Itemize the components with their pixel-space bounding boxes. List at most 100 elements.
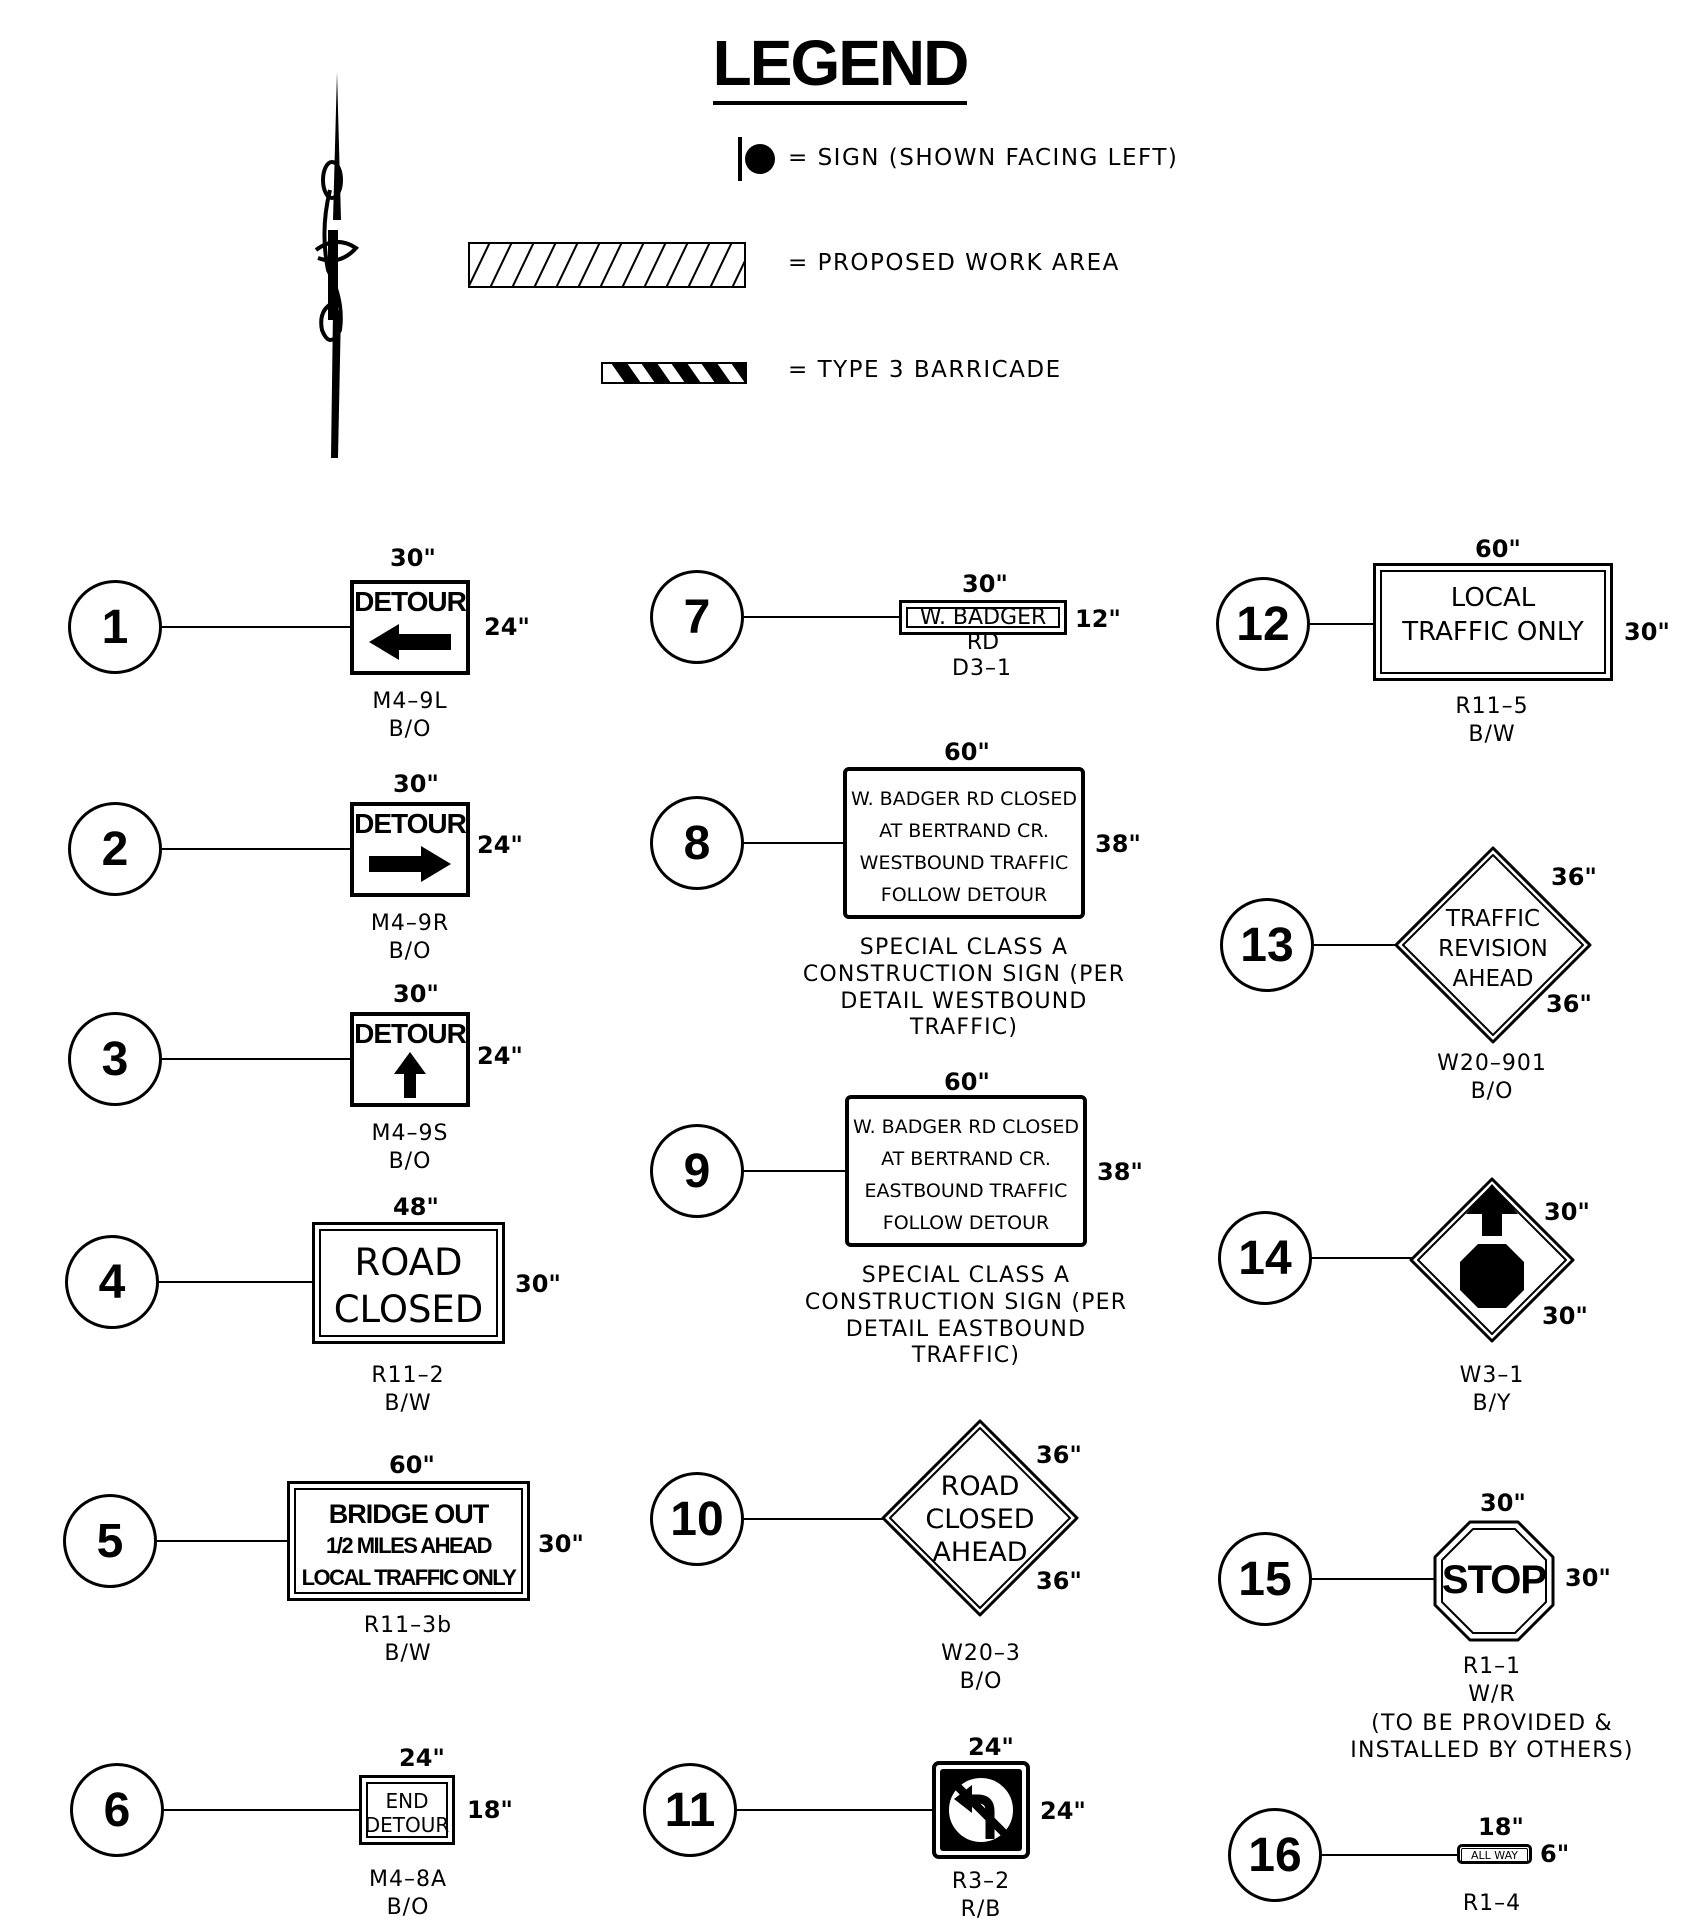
- sign-13-diamond: [1394, 846, 1592, 1044]
- sign-5-height: 30": [538, 1530, 584, 1558]
- sign-number-4: 4: [65, 1235, 159, 1329]
- leader-line: [164, 1809, 360, 1811]
- leader-line: [737, 1809, 933, 1811]
- sign-13-height: 36": [1546, 990, 1592, 1018]
- sign-number-8: 8: [650, 796, 744, 890]
- sign-1-detour-left: DETOUR: [350, 580, 470, 675]
- sign-number-13: 13: [1220, 898, 1314, 992]
- sign-16-all-way-plaque: ALL WAY: [1457, 1844, 1532, 1864]
- sign-16-code: R1–4: [1462, 1891, 1522, 1916]
- sign-2-detour-right: DETOUR: [350, 802, 470, 897]
- sign-symbol-icon: [738, 137, 775, 181]
- sign-number-7: 7: [650, 570, 744, 664]
- sign-5-bridge-out: BRIDGE OUT 1/2 MILES AHEAD LOCAL TRAFFIC…: [287, 1481, 530, 1601]
- sign-6-height: 18": [467, 1796, 513, 1824]
- sign-5-width: 60": [389, 1451, 435, 1479]
- north-arrow-icon: [314, 72, 360, 458]
- sign-6-end-detour: END DETOUR: [359, 1775, 455, 1845]
- legend-work-area-label: = PROPOSED WORK AREA: [788, 250, 1120, 276]
- sign-16-height: 6": [1540, 1840, 1570, 1868]
- sign-number-12: 12: [1216, 577, 1310, 671]
- sign-3-text: DETOUR: [354, 1018, 467, 1049]
- sign-12-local-traffic-only: LOCAL TRAFFIC ONLY: [1373, 563, 1613, 681]
- sign-8-width: 60": [944, 738, 990, 766]
- sign-13-width: 36": [1551, 863, 1597, 891]
- sign-9-width: 60": [944, 1068, 990, 1096]
- sign-number-11: 11: [643, 1763, 737, 1857]
- arrow-left-icon: [369, 624, 451, 660]
- sign-15-height: 30": [1565, 1564, 1611, 1592]
- no-left-turn-icon: [932, 1761, 1030, 1859]
- sign-4-height: 30": [515, 1270, 561, 1298]
- sign-12-height: 30": [1624, 618, 1670, 646]
- leader-line: [744, 1170, 846, 1172]
- sign-number-14: 14: [1218, 1211, 1312, 1305]
- work-area-hatch-icon: [468, 242, 746, 288]
- leader-line: [1312, 1578, 1436, 1580]
- arrow-up-icon: [394, 1052, 426, 1098]
- sign-2-text: DETOUR: [354, 808, 467, 839]
- leader-line: [1314, 944, 1396, 946]
- sign-4-road-closed: ROAD CLOSED: [312, 1222, 505, 1344]
- sign-12-width: 60": [1475, 535, 1521, 563]
- arrow-right-icon: [369, 846, 451, 882]
- sign-7-height: 12": [1075, 605, 1121, 633]
- leader-line: [744, 616, 900, 618]
- sign-1-height: 24": [484, 613, 530, 641]
- sign-8-height: 38": [1095, 830, 1141, 858]
- sign-7-width: 30": [962, 570, 1008, 598]
- leader-line: [1322, 1854, 1458, 1856]
- sign-3-width: 30": [393, 980, 439, 1008]
- leader-line: [744, 842, 844, 844]
- sign-number-9: 9: [650, 1124, 744, 1218]
- sign-2-width: 30": [393, 770, 439, 798]
- sign-10-diamond: [881, 1419, 1079, 1617]
- sign-14-height: 30": [1542, 1302, 1588, 1330]
- sign-15-note: (TO BE PROVIDED &INSTALLED BY OTHERS): [1350, 1711, 1634, 1763]
- leader-line: [162, 848, 350, 850]
- stop-sign-octagon: [1433, 1520, 1555, 1642]
- sign-2-height: 24": [477, 831, 523, 859]
- sign-7-street-name: W. BADGER RD: [899, 600, 1067, 655]
- leader-line: [1310, 623, 1374, 625]
- sign-11-height: 24": [1040, 1797, 1086, 1825]
- sign-number-6: 6: [70, 1763, 164, 1857]
- leader-line: [162, 626, 350, 628]
- legend-barricade-label: = TYPE 3 BARRICADE: [788, 357, 1062, 383]
- sign-4-width: 48": [393, 1193, 439, 1221]
- sign-16-width: 18": [1478, 1813, 1524, 1841]
- sign-14-width: 30": [1544, 1198, 1590, 1226]
- sign-10-text: ROAD CLOSED AHEAD: [925, 1471, 1035, 1568]
- leader-line: [159, 1281, 313, 1283]
- leader-line: [157, 1540, 288, 1542]
- sign-15-text: STOP: [1441, 1558, 1547, 1602]
- barricade-icon: [601, 362, 747, 384]
- sign-6-width: 24": [399, 1744, 445, 1772]
- sign-number-5: 5: [63, 1494, 157, 1588]
- sign-7-code: D3–1: [952, 656, 1012, 681]
- sign-number-10: 10: [650, 1472, 744, 1566]
- sign-13-text: TRAFFIC REVISION AHEAD: [1438, 906, 1548, 992]
- leader-line: [162, 1058, 350, 1060]
- sign-9-height: 38": [1097, 1158, 1143, 1186]
- sign-1-width: 30": [390, 544, 436, 572]
- stop-ahead-diamond: [1409, 1177, 1575, 1343]
- leader-line: [744, 1518, 884, 1520]
- sign-10-height: 36": [1036, 1567, 1082, 1595]
- legend-title: LEGEND: [0, 26, 1680, 105]
- sign-number-16: 16: [1228, 1808, 1322, 1902]
- sign-number-2: 2: [68, 802, 162, 896]
- sign-3-detour-straight: DETOUR: [350, 1012, 470, 1107]
